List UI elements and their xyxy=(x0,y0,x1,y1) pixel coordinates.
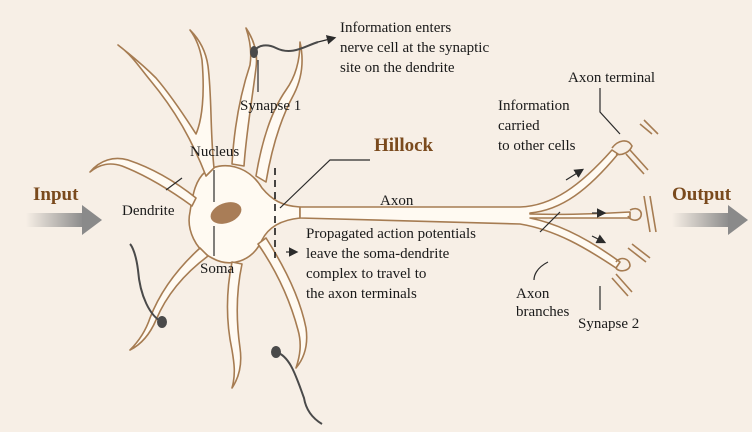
input-label: Input xyxy=(33,184,79,205)
dendrite-lower xyxy=(228,262,243,388)
axon-terminals xyxy=(612,120,658,296)
propagated-text: Propagated action potentials leave the s… xyxy=(306,226,480,302)
synapse-1-label: Synapse 1 xyxy=(240,98,301,114)
synapse-2-label: Synapse 2 xyxy=(578,316,639,332)
dendrite-label: Dendrite xyxy=(122,203,175,219)
input-arrow-icon xyxy=(26,205,102,235)
soma-label: Soma xyxy=(200,261,235,277)
info-carried-text: Information carried to other cells xyxy=(498,98,576,154)
soma-body xyxy=(189,166,300,263)
axon-branches-label: Axon branches xyxy=(516,286,569,320)
dendrite-lower-left xyxy=(130,248,208,350)
hillock-label: Hillock xyxy=(374,135,434,156)
axon-label: Axon xyxy=(380,193,414,209)
output-arrow-icon xyxy=(672,205,748,235)
info-enters-text: Information enters nerve cell at the syn… xyxy=(340,20,493,76)
dendrite-left xyxy=(90,159,196,207)
dendrite-lower-right xyxy=(258,238,307,368)
output-label: Output xyxy=(672,184,732,205)
nucleus-label: Nucleus xyxy=(190,144,239,160)
axon-terminal-label: Axon terminal xyxy=(568,70,655,86)
